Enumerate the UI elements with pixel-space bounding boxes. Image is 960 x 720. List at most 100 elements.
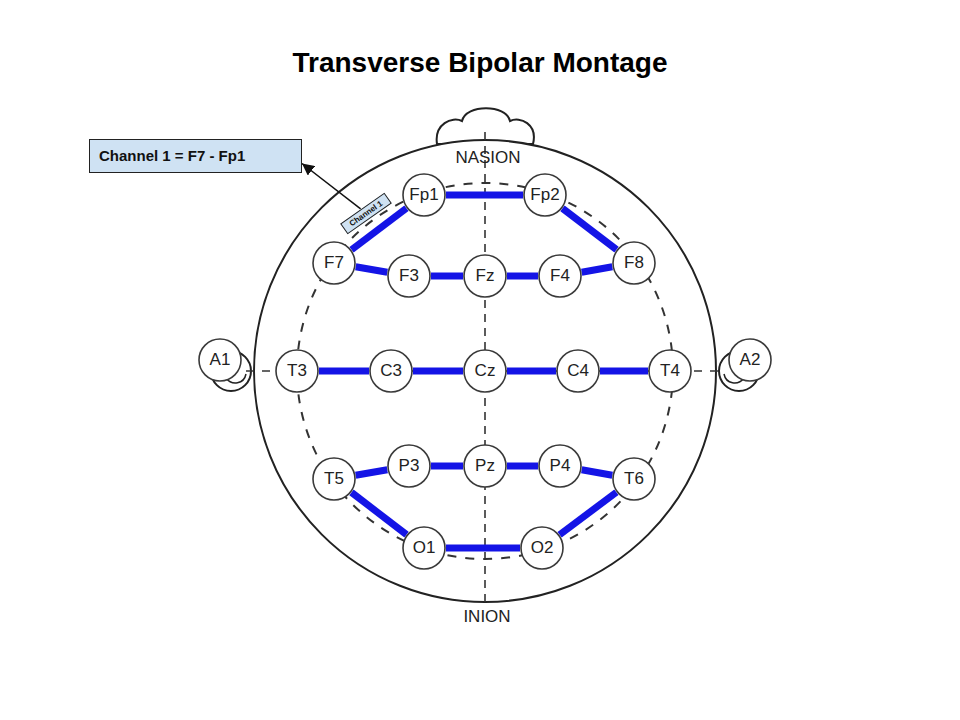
electrode: T5 bbox=[312, 457, 356, 501]
bipolar-channel-line bbox=[582, 267, 613, 272]
bipolar-channel-line bbox=[431, 463, 463, 470]
electrode: Cz bbox=[463, 349, 507, 393]
electrode-circle bbox=[613, 458, 655, 500]
electrode-circle bbox=[539, 445, 581, 487]
electrode-label: P4 bbox=[550, 456, 571, 476]
electrode: Fz bbox=[463, 254, 507, 298]
electrode-circle bbox=[539, 255, 581, 297]
connector-layer bbox=[302, 163, 648, 548]
text-holder: C3 bbox=[369, 349, 413, 393]
text-holder: Fz bbox=[463, 254, 507, 298]
electrode-label: C3 bbox=[380, 361, 402, 381]
electrode-circle bbox=[464, 255, 506, 297]
electrode: C4 bbox=[556, 349, 600, 393]
electrode: O1 bbox=[402, 526, 446, 570]
text-holder: F8 bbox=[612, 241, 656, 285]
bipolar-channel-line bbox=[507, 273, 538, 280]
electrode: Fp2 bbox=[523, 173, 567, 217]
landmark-label: NASION bbox=[455, 148, 520, 168]
bipolar-channel-line bbox=[507, 368, 556, 375]
electrode-circle bbox=[388, 255, 430, 297]
text-holder: P3 bbox=[387, 444, 431, 488]
bipolar-channel-line bbox=[582, 470, 613, 475]
electrode-circle bbox=[649, 350, 691, 392]
bipolar-channel-line bbox=[319, 368, 369, 375]
bipolar-channel-line bbox=[446, 545, 520, 552]
electrode-label: C4 bbox=[567, 361, 589, 381]
electrode-label: F4 bbox=[550, 266, 570, 286]
bipolar-channel-line bbox=[507, 463, 538, 470]
electrode: Fp1 bbox=[402, 173, 446, 217]
bipolar-channel-line bbox=[562, 208, 616, 249]
electrode: C3 bbox=[369, 349, 413, 393]
callout-text: Channel 1 = F7 - Fp1 bbox=[99, 147, 245, 165]
electrode: T4 bbox=[648, 349, 692, 393]
text-holder: T3 bbox=[275, 349, 319, 393]
text-holder: F3 bbox=[387, 254, 431, 298]
electrode: T6 bbox=[612, 457, 656, 501]
electrode-circle bbox=[370, 350, 412, 392]
electrode-label: A1 bbox=[210, 350, 231, 370]
electrode-label: T3 bbox=[287, 361, 307, 381]
text-holder: Pz bbox=[463, 444, 507, 488]
bipolar-channel-line bbox=[431, 273, 463, 280]
electrode-label: Fp1 bbox=[409, 185, 438, 205]
electrode-circle bbox=[557, 350, 599, 392]
electrode-label: Fp2 bbox=[530, 185, 559, 205]
electrode: F8 bbox=[612, 241, 656, 285]
text-holder: Fp2 bbox=[523, 173, 567, 217]
electrode-circle bbox=[199, 339, 241, 381]
electrode: F3 bbox=[387, 254, 431, 298]
bipolar-channel-line bbox=[560, 492, 617, 535]
text-holder: Fp1 bbox=[402, 173, 446, 217]
text-holder: T6 bbox=[612, 457, 656, 501]
electrode-circle bbox=[388, 445, 430, 487]
text-holder: A2 bbox=[728, 338, 772, 382]
electrode: Pz bbox=[463, 444, 507, 488]
electrode-circle bbox=[613, 242, 655, 284]
electrode: T3 bbox=[275, 349, 319, 393]
text-holder: Cz bbox=[463, 349, 507, 393]
text-holder: T4 bbox=[648, 349, 692, 393]
text-holder: P4 bbox=[538, 444, 582, 488]
electrode-label: T5 bbox=[324, 469, 344, 489]
electrode-circle bbox=[403, 527, 445, 569]
text-holder: C4 bbox=[556, 349, 600, 393]
text-holder: Channel 1 = F7 - Fp1 bbox=[99, 147, 245, 165]
text-holder: O2 bbox=[520, 526, 564, 570]
electrode-label: Cz bbox=[475, 361, 496, 381]
electrode-circle bbox=[464, 445, 506, 487]
electrode: A1 bbox=[198, 338, 242, 382]
text-holder: F7 bbox=[312, 241, 356, 285]
electrode-label: O1 bbox=[413, 538, 436, 558]
electrode-label: T6 bbox=[624, 469, 644, 489]
text-holder: A1 bbox=[198, 338, 242, 382]
electrode-label: F8 bbox=[624, 253, 644, 273]
bipolar-channel-line bbox=[446, 192, 523, 199]
electrode-label: A2 bbox=[740, 350, 761, 370]
electrode-circle bbox=[276, 350, 318, 392]
text-holder: T5 bbox=[312, 457, 356, 501]
electrode-circle bbox=[464, 350, 506, 392]
callout-box: Channel 1 = F7 - Fp1 bbox=[89, 139, 302, 173]
electrode-label: Pz bbox=[475, 456, 495, 476]
electrode-circle bbox=[729, 339, 771, 381]
callout-arrow bbox=[302, 163, 361, 208]
electrode: P4 bbox=[538, 444, 582, 488]
landmark-label: INION bbox=[463, 607, 510, 627]
electrode-circle bbox=[524, 174, 566, 216]
electrode: A2 bbox=[728, 338, 772, 382]
electrode: P3 bbox=[387, 444, 431, 488]
electrode-label: F7 bbox=[324, 253, 344, 273]
bipolar-channel-line bbox=[356, 470, 388, 475]
bipolar-channel-line bbox=[351, 492, 406, 534]
electrode-circle bbox=[313, 242, 355, 284]
diagram-title: Transverse Bipolar Montage bbox=[0, 46, 960, 80]
electrode: F7 bbox=[312, 241, 356, 285]
text-holder: O1 bbox=[402, 526, 446, 570]
bipolar-channel-line bbox=[600, 368, 648, 375]
bipolar-channel-line bbox=[356, 267, 388, 272]
electrode: F4 bbox=[538, 254, 582, 298]
electrode-label: T4 bbox=[660, 361, 680, 381]
electrode: O2 bbox=[520, 526, 564, 570]
